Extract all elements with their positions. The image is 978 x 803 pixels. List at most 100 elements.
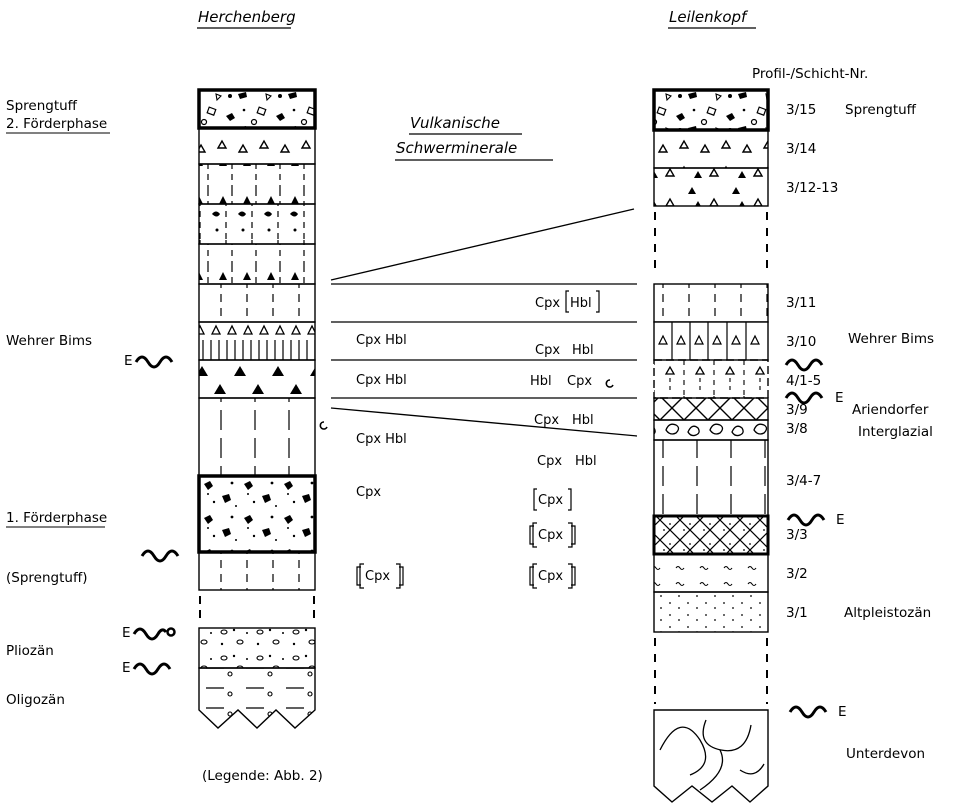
unconformity-wave-icon-7 xyxy=(788,515,824,525)
svg-text:Vulkanische: Vulkanische xyxy=(410,114,500,132)
layer-3-1 xyxy=(654,592,768,632)
center-title: Vulkanische Schwerminerale xyxy=(395,114,553,160)
svg-text:Cpx: Cpx xyxy=(538,493,563,508)
label-phase2: 2. Förderphase xyxy=(6,116,110,133)
svg-text:Schwerminerale: Schwerminerale xyxy=(396,139,517,157)
gastropod-icon-2 xyxy=(606,380,613,387)
layer-lower-dash xyxy=(199,552,315,590)
label-e-3-3: E xyxy=(836,512,845,528)
layer-big-triangles xyxy=(199,360,315,398)
mineral-label: Cpx xyxy=(356,485,381,500)
layer-3-9 xyxy=(654,398,768,420)
label-e1-left: E xyxy=(124,353,133,369)
mineral-label: Cpx xyxy=(534,413,559,428)
layer-unterdevon xyxy=(654,710,768,802)
mineral-label: Hbl xyxy=(572,343,594,358)
mineral-label: Cpx xyxy=(535,343,560,358)
layer-4-1-5 xyxy=(654,360,768,398)
label-4-1-5: 4/1-5 xyxy=(786,373,821,389)
label-3-2: 3/2 xyxy=(786,566,808,582)
layer-blob-dash xyxy=(199,204,315,244)
layer-pliozaen xyxy=(199,628,315,668)
herchenberg-column xyxy=(199,90,315,728)
label-3-14: 3/14 xyxy=(786,141,816,157)
label-interglazial: Interglazial xyxy=(858,424,933,440)
label-3-1: 3/1 xyxy=(786,605,808,621)
label-3-9: 3/9 xyxy=(786,402,808,418)
legend-note: (Legende: Abb. 2) xyxy=(202,768,323,784)
label-3-3: 3/3 xyxy=(786,527,808,543)
mineral-label: Hbl xyxy=(575,454,597,469)
svg-text:1. Förderphase: 1. Förderphase xyxy=(6,510,107,526)
mineral-label-double-bracket: Cpx xyxy=(530,564,575,588)
label-ariendorfer: Ariendorfer xyxy=(852,402,929,418)
layer-3-2 xyxy=(654,554,768,592)
layer-3-8 xyxy=(654,420,768,440)
layer-tri-open xyxy=(199,128,315,164)
label-wehrer-bims-right: Wehrer Bims xyxy=(848,331,934,347)
label-e2-left: E xyxy=(122,625,131,641)
svg-text:Hbl: Hbl xyxy=(570,296,592,311)
mineral-label-bracketed: Cpx xyxy=(534,489,571,510)
layer-3-10 xyxy=(654,322,768,360)
profile-header: Profil-/Schicht-Nr. xyxy=(752,66,868,82)
unconformity-wave-icon-8 xyxy=(790,707,826,717)
mineral-label: Cpx Hbl xyxy=(356,432,407,447)
label-3-8: 3/8 xyxy=(786,421,808,437)
svg-text:Leilenkopf: Leilenkopf xyxy=(669,8,749,26)
layer-wehrer-bims xyxy=(199,322,315,360)
label-3-10: 3/10 xyxy=(786,334,816,350)
layer-oligozaen xyxy=(199,668,315,728)
layer-sprengtuff xyxy=(199,90,315,128)
mineral-label-double-bracket: Cpx xyxy=(357,564,403,588)
label-wehrer-bims-left: Wehrer Bims xyxy=(6,333,92,349)
mineral-label: Cpx xyxy=(567,374,592,389)
label-unterdevon: Unterdevon xyxy=(846,746,925,762)
label-pliozaen: Pliozän xyxy=(6,643,54,659)
layer-3-14 xyxy=(654,130,768,168)
mineral-label-bracketed: Hbl xyxy=(566,291,599,312)
mineral-label-double-bracket: Cpx xyxy=(530,523,575,547)
label-3-4-7: 3/4-7 xyxy=(786,473,821,489)
label-altpleistozaen: Altpleistozän xyxy=(844,605,931,621)
label-3-12-13: 3/12-13 xyxy=(786,180,838,196)
herchenberg-title: Herchenberg xyxy=(197,8,296,28)
svg-text:Herchenberg: Herchenberg xyxy=(198,8,296,26)
label-phase1: 1. Förderphase xyxy=(6,510,107,527)
layer-3-12-13 xyxy=(654,168,768,206)
label-e-ariendorf: E xyxy=(835,390,844,406)
leilenkopf-title: Leilenkopf xyxy=(668,8,756,28)
layer-tri-dash-2 xyxy=(199,244,315,284)
mineral-label: Cpx Hbl xyxy=(356,373,407,388)
layer-3-15 xyxy=(654,90,768,130)
unconformity-wave-icon-2 xyxy=(142,551,178,561)
unconformity-wave-icon-5 xyxy=(786,360,822,370)
layer-loess xyxy=(199,398,315,476)
svg-text:2. Förderphase: 2. Förderphase xyxy=(6,116,107,132)
fossil-icon xyxy=(168,629,175,636)
mineral-label: Cpx xyxy=(535,296,560,311)
label-e-unterdevon: E xyxy=(838,704,847,720)
unconformity-wave-icon-3 xyxy=(134,629,166,639)
label-sprengtuff-paren: (Sprengtuff) xyxy=(6,570,88,586)
unconformity-wave-icon xyxy=(136,357,172,367)
svg-text:Cpx: Cpx xyxy=(538,528,563,543)
mineral-label: Cpx xyxy=(537,454,562,469)
leilenkopf-column xyxy=(654,90,768,802)
mineral-label: Hbl xyxy=(572,413,594,428)
label-3-11: 3/11 xyxy=(786,295,816,311)
gastropod-icon xyxy=(320,422,327,429)
unconformity-wave-icon-4 xyxy=(134,664,170,674)
mineral-label: Hbl xyxy=(530,374,552,389)
svg-text:Cpx: Cpx xyxy=(365,569,390,584)
layer-3-4-7 xyxy=(654,440,768,516)
correlation-lines xyxy=(331,209,637,436)
layer-dash xyxy=(199,284,315,322)
label-sprengtuff-left: Sprengtuff xyxy=(6,98,78,114)
label-sprengtuff-right: Sprengtuff xyxy=(845,102,917,118)
layer-breccia xyxy=(199,476,315,552)
label-e3-left: E xyxy=(122,660,131,676)
label-oligozaen: Oligozän xyxy=(6,692,65,708)
label-3-15: 3/15 xyxy=(786,102,816,118)
